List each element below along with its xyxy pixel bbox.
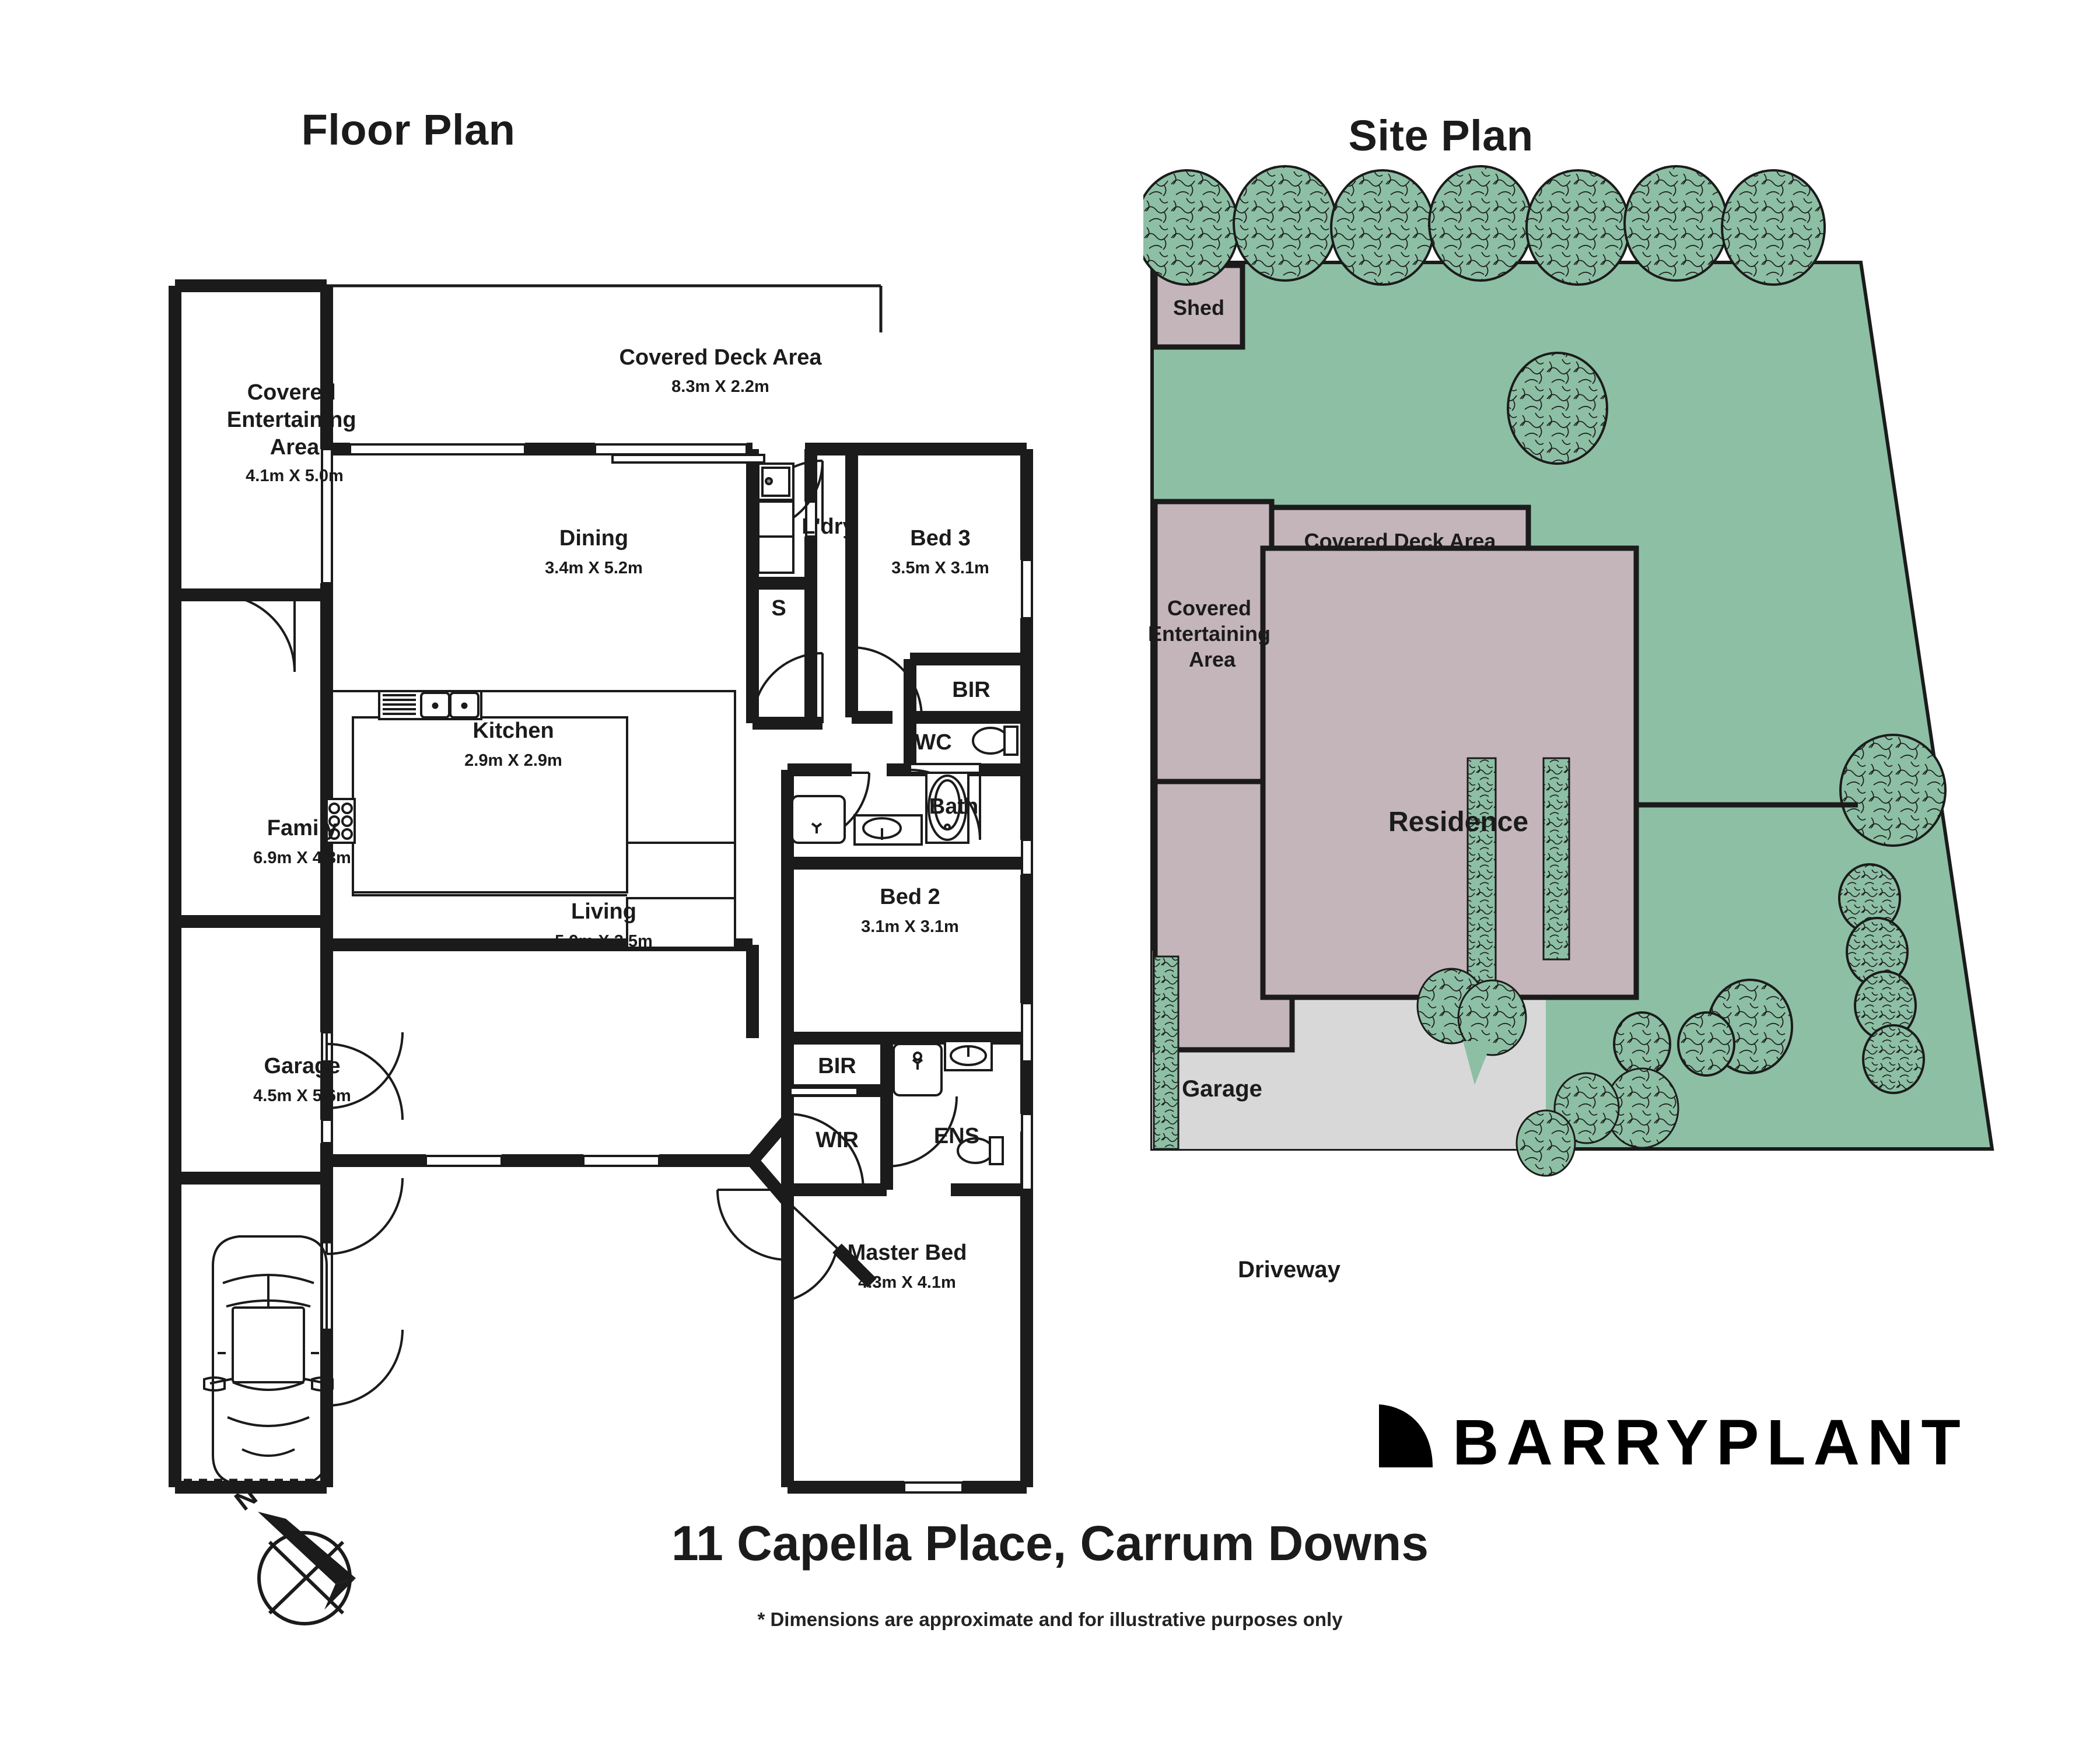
bathroom-fixtures <box>791 726 1019 1165</box>
compass-rose-icon: N <box>229 1486 356 1625</box>
room-label-bed-2: Bed 2 <box>880 885 940 909</box>
room-label-bed-3: Bed 3 <box>910 526 970 551</box>
driveway-garden-strips <box>1153 757 1679 1177</box>
room-dims-bed-3: 3.5m X 3.1m <box>891 559 989 577</box>
label-ens: ENS <box>934 1124 979 1148</box>
cooktop-icon <box>326 798 356 844</box>
site-plan-labels: Shed Covered Deck Area Covered Entertain… <box>1148 296 1528 1283</box>
car-icon <box>203 1235 334 1485</box>
room-label-family: Family <box>267 816 337 840</box>
residence-footprint <box>1260 545 1639 1000</box>
label-wc: WC <box>915 730 951 755</box>
kitchen-fixtures <box>326 690 736 949</box>
boundary-hedge-trees <box>1143 165 1826 286</box>
floor-plan-room-labels: Covered Entertaining Area 4.1m X 5.0m Co… <box>227 345 991 1292</box>
site-buildings <box>1152 262 1639 1053</box>
label-wir: WIR <box>816 1128 859 1152</box>
room-dims-bed-2: 3.1m X 3.1m <box>861 917 959 936</box>
laundry-fixtures <box>757 462 794 574</box>
quarter-circle-logo-icon <box>1379 1404 1433 1467</box>
site-plan-heading: Site Plan <box>1348 111 1534 160</box>
room-label-living: Living <box>571 899 636 924</box>
room-dims-garage: 4.5m X 5.6m <box>253 1087 351 1105</box>
site-plan-drawing: Shed Covered Deck Area Covered Entertain… <box>1143 165 1994 1283</box>
room-label-kitchen: Kitchen <box>473 719 554 743</box>
label-bir-master: BIR <box>818 1054 856 1078</box>
room-dims-family: 6.9m X 4.3m <box>253 849 351 867</box>
label-bir-bed3: BIR <box>952 678 990 702</box>
covered-entertaining-footprint <box>1152 499 1275 784</box>
room-label-dining: Dining <box>559 526 628 551</box>
room-dims-kitchen: 2.9m X 2.9m <box>464 751 562 770</box>
site-label-covered-entertaining-area: Covered Entertaining Area <box>1148 596 1276 671</box>
floor-plan-heading: Floor Plan <box>301 106 516 154</box>
room-dims-living: 5.9m X 3.5m <box>555 932 653 951</box>
window-symbols <box>321 443 1033 1494</box>
room-dims-master-bed: 4.3m X 4.1m <box>858 1273 956 1292</box>
room-label-covered-deck-area: Covered Deck Area <box>619 345 822 370</box>
floor-plan-drawing: Covered Entertaining Area 4.1m X 5.0m Co… <box>169 279 1033 1494</box>
brand-wordmark: BARRYPLANT <box>1452 1407 1968 1478</box>
site-label-driveway: Driveway <box>1238 1257 1340 1283</box>
label-bath: Bath <box>929 794 978 819</box>
room-label-covered-entertaining-area: Covered Entertaining Area <box>227 380 362 460</box>
compass-north-label: N <box>229 1486 262 1516</box>
door-symbols <box>217 460 981 1407</box>
site-label-covered-deck-area: Covered Deck Area <box>1304 529 1497 553</box>
room-label-master-bed: Master Bed <box>848 1241 967 1265</box>
room-dims-covered-deck-area: 8.3m X 2.2m <box>671 377 769 396</box>
room-label-garage: Garage <box>264 1054 341 1078</box>
dimensions-disclaimer: * Dimensions are approximate and for ill… <box>757 1609 1343 1630</box>
address-title: 11 Capella Place, Carrum Downs <box>671 1516 1429 1571</box>
room-dims-covered-entertaining-area: 4.1m X 5.0m <box>246 467 344 485</box>
site-label-residence: Residence <box>1388 807 1528 838</box>
lawn-tree <box>1507 352 1608 465</box>
label-laundry: L'dry <box>802 514 855 539</box>
label-store: S <box>771 596 786 621</box>
site-label-garage: Garage <box>1182 1076 1262 1102</box>
sink-icon <box>378 690 482 720</box>
room-dims-dining: 3.4m X 5.2m <box>545 559 643 577</box>
light-outline-walls <box>175 284 883 332</box>
right-edge-trees <box>1838 734 1947 1094</box>
front-shrubs <box>1613 979 1793 1077</box>
site-label-shed: Shed <box>1173 296 1224 320</box>
